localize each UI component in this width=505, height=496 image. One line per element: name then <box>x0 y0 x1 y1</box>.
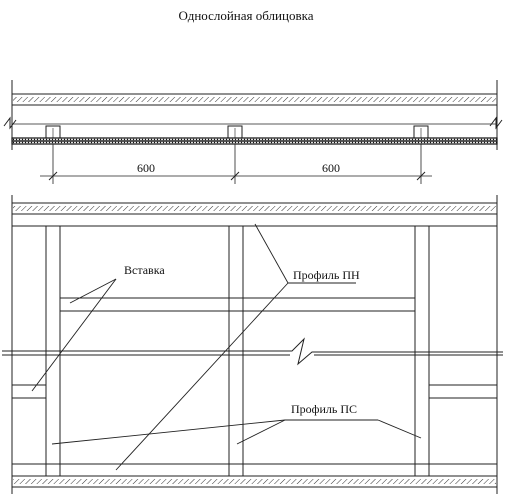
insert-side-right <box>429 384 497 399</box>
leader-profile-ps: Профиль ПС <box>51 402 422 445</box>
drawing-title: Однослойная облицовка <box>178 8 313 23</box>
elevation-view: Вставка Профиль ПН Профиль ПС <box>2 195 503 494</box>
insert-side-left <box>12 384 46 399</box>
plan-stud-center <box>227 125 243 139</box>
plan-view: 600 600 <box>3 80 503 184</box>
plan-dimension: 600 600 <box>40 144 432 184</box>
label-profile-ps: Профиль ПС <box>291 402 357 416</box>
bottom-guide-profile-pn <box>11 463 498 488</box>
top-guide-profile-pn <box>11 202 498 227</box>
plan-cladding-board <box>11 137 498 145</box>
dimension-label-right: 600 <box>322 161 340 175</box>
leader-profile-pn: Профиль ПН <box>115 223 360 471</box>
label-insert: Вставка <box>124 263 165 277</box>
insert-upper <box>60 297 415 312</box>
leader-insert: Вставка <box>31 263 165 392</box>
plan-stud-right <box>413 125 429 139</box>
break-line <box>2 337 503 366</box>
dimension-label-left: 600 <box>137 161 155 175</box>
plan-board-top <box>11 93 498 106</box>
plan-stud-left <box>45 125 61 139</box>
label-profile-pn: Профиль ПН <box>293 268 360 282</box>
stud-profile-ps-right <box>414 226 430 476</box>
